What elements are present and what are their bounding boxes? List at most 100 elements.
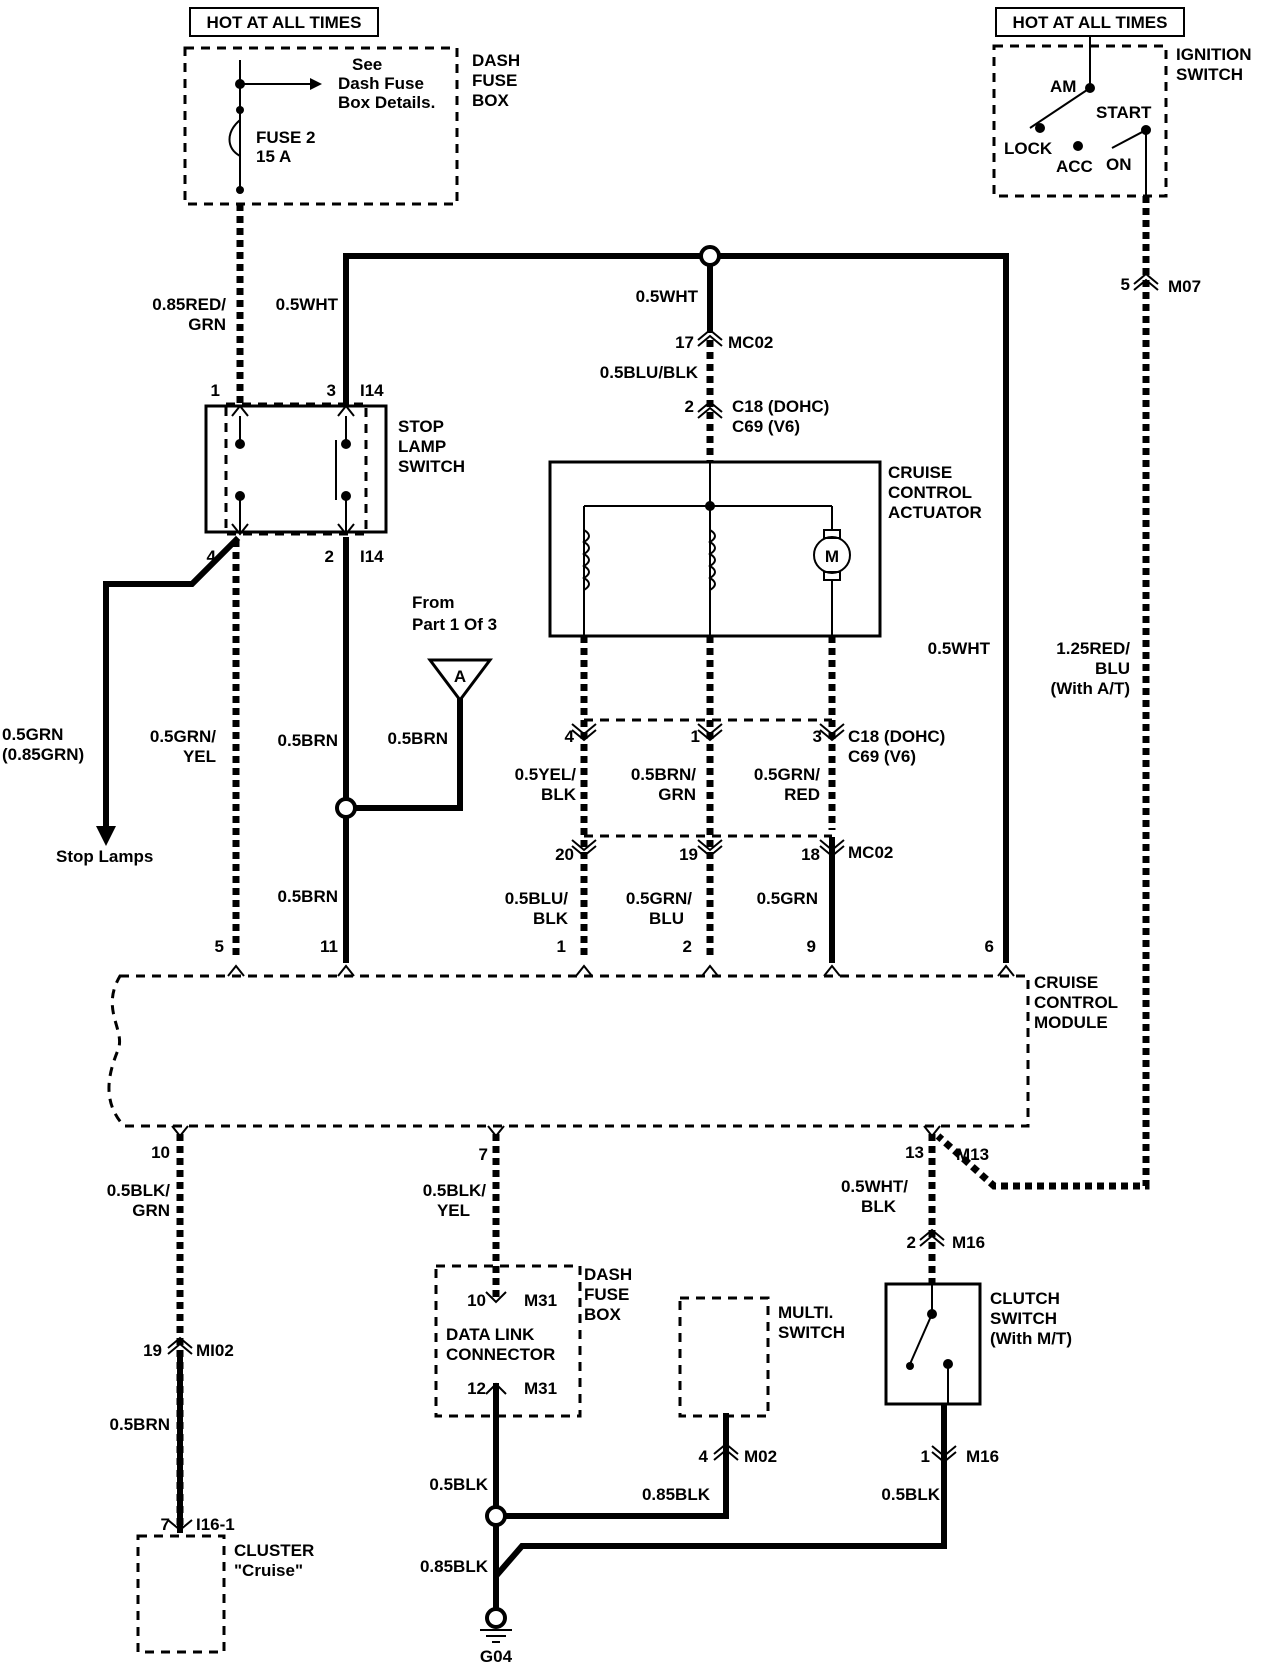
clutch-switch-label-1: CLUTCH xyxy=(990,1289,1060,1308)
module-pin: 10 xyxy=(151,1143,170,1162)
wire-label: 0.5BLK xyxy=(429,1475,488,1494)
wire-label: BLK xyxy=(861,1197,897,1216)
connector-id: I14 xyxy=(360,381,384,400)
pin-number: 1 xyxy=(691,727,700,746)
ignition-switch-label-1: IGNITION xyxy=(1176,45,1252,64)
pin-number: 4 xyxy=(565,727,575,746)
wire-label: 0.5GRN/ xyxy=(754,765,820,784)
module-pin: 6 xyxy=(985,937,994,956)
ignition-acc-label: ACC xyxy=(1056,157,1093,176)
module-label-1: CRUISE xyxy=(1034,973,1098,992)
motor-icon xyxy=(813,536,851,574)
arrow-down-icon xyxy=(96,826,116,846)
cluster-label-1: CLUSTER xyxy=(234,1541,314,1560)
wire-label: (With A/T) xyxy=(1051,679,1130,698)
wire-label: 0.5BRN xyxy=(278,887,338,906)
wire-label: 0.5BLK xyxy=(881,1485,940,1504)
connector-terminal-icon xyxy=(919,1228,945,1241)
cruise-control-module: 5 11 1 2 9 6 CRUISE CONTROL MODULE 10 7 … xyxy=(107,937,1118,1164)
wire-label: 0.5WHT/ xyxy=(841,1177,908,1196)
wire-label: BLK xyxy=(533,909,569,928)
wire-label: 0.5BLU/BLK xyxy=(600,363,699,382)
ground-label: G04 xyxy=(480,1647,513,1664)
dash-fuse-label: Dash Fuse xyxy=(338,74,424,93)
connector-id: M31 xyxy=(524,1379,557,1398)
fuse-icon xyxy=(228,119,241,157)
cluster: 7 I16-1 CLUSTER "Cruise" xyxy=(136,1515,314,1654)
connector-id: C18 (DOHC) xyxy=(848,727,945,746)
dash-fuse-box-label-c: BOX xyxy=(584,1305,622,1324)
connector-terminal-icon xyxy=(931,1451,957,1464)
connector-terminal-icon xyxy=(919,1234,945,1247)
wire-label: BLK xyxy=(541,785,577,804)
pin-number: 7 xyxy=(161,1515,170,1534)
off-page-connector-letter: A xyxy=(454,667,466,686)
wire-label: 0.5BRN xyxy=(110,1415,170,1434)
see-label: See xyxy=(352,55,382,74)
multi-switch: MULTI. SWITCH 4 M02 xyxy=(678,1296,845,1466)
wire-label: 0.5BRN xyxy=(278,731,338,750)
wire-label: 0.5BRN xyxy=(388,729,448,748)
coil-icon xyxy=(708,529,716,591)
connector-c18-middle: 4 1 3 C18 (DOHC) C69 (V6) 0.5YEL/ BLK 0.… xyxy=(515,718,945,804)
dash-fuse-box-label-a: DASH xyxy=(584,1265,632,1284)
ignition-switch: HOT AT ALL TIMES AM START LOCK ACC ON IG… xyxy=(992,7,1252,198)
pin-number: 2 xyxy=(325,547,334,566)
wire-label: 0.5GRN xyxy=(2,725,63,744)
wire-label: 0.5YEL/ xyxy=(515,765,577,784)
actuator-label-1: CRUISE xyxy=(888,463,952,482)
clutch-switch-label-2: SWITCH xyxy=(990,1309,1057,1328)
connector-id: M31 xyxy=(524,1291,557,1310)
wire-label: 0.5WHT xyxy=(928,639,991,658)
dash-fuse-box-top: HOT AT ALL TIMES See Dash Fuse Box Detai… xyxy=(183,7,520,206)
from-label: From xyxy=(412,593,455,612)
module-pin: 11 xyxy=(320,937,338,956)
wire-label: YEL xyxy=(183,747,216,766)
wire-label: 0.5GRN/ xyxy=(150,727,216,746)
hot-at-all-times-label-left: HOT AT ALL TIMES xyxy=(207,13,362,32)
wire-label: GRN xyxy=(188,315,226,334)
actuator-label-2: CONTROL xyxy=(888,483,972,502)
pin-number: 3 xyxy=(813,727,822,746)
connector-terminal-icon xyxy=(167,1336,193,1349)
connector-id: C69 (V6) xyxy=(848,747,916,766)
wire-label: BLU xyxy=(1095,659,1130,678)
connector-id: M13 xyxy=(956,1145,989,1164)
module-pin: 13 xyxy=(905,1143,924,1162)
pin-number: 12 xyxy=(467,1379,486,1398)
ignition-switch-label-2: SWITCH xyxy=(1176,65,1243,84)
ignition-lock-label: LOCK xyxy=(1004,139,1053,158)
data-link-connector: 10 M31 DASH FUSE BOX DATA LINK CONNECTOR… xyxy=(434,1264,632,1418)
pin-number: 1 xyxy=(921,1447,930,1466)
connector-terminal-icon xyxy=(1133,272,1159,285)
pin-number: 3 xyxy=(327,381,336,400)
pin-number: 18 xyxy=(801,845,820,864)
ignition-on-label: ON xyxy=(1106,155,1132,174)
pin-number: 19 xyxy=(679,845,698,864)
connector-id: I16-1 xyxy=(196,1515,235,1534)
module-label-2: CONTROL xyxy=(1034,993,1118,1012)
data-link-connector-label-1: DATA LINK xyxy=(446,1325,535,1344)
connector-terminal-icon xyxy=(231,404,249,417)
from-part-label: Part 1 Of 3 xyxy=(412,615,497,634)
wire-label: 0.5GRN/ xyxy=(626,889,692,908)
splice-junction xyxy=(699,245,721,267)
dash-fuse-box-label-2: FUSE xyxy=(472,71,517,90)
connector-terminal-icon xyxy=(337,523,355,536)
connector-id: C18 (DOHC) xyxy=(732,397,829,416)
dash-fuse-box-label-1: DASH xyxy=(472,51,520,70)
clutch-switch: CLUTCH SWITCH (With M/T) xyxy=(884,1282,1072,1406)
pin-number: 17 xyxy=(675,333,694,352)
pin-number: 5 xyxy=(1121,275,1130,294)
module-pin: 2 xyxy=(683,937,692,956)
pin-number: 19 xyxy=(143,1341,162,1360)
stop-lamp-switch-label-3: SWITCH xyxy=(398,457,465,476)
ignition-start-label: START xyxy=(1096,103,1152,122)
splice-junction xyxy=(335,797,357,819)
module-pin: 9 xyxy=(807,937,816,956)
stop-lamp-switch: 1 3 I14 STOP LAMP SWITCH 4 2 I14 xyxy=(204,381,465,566)
connector-id: I14 xyxy=(360,547,384,566)
pin-number: 1 xyxy=(211,381,220,400)
wire-label: 0.5BLK/ xyxy=(423,1181,487,1200)
